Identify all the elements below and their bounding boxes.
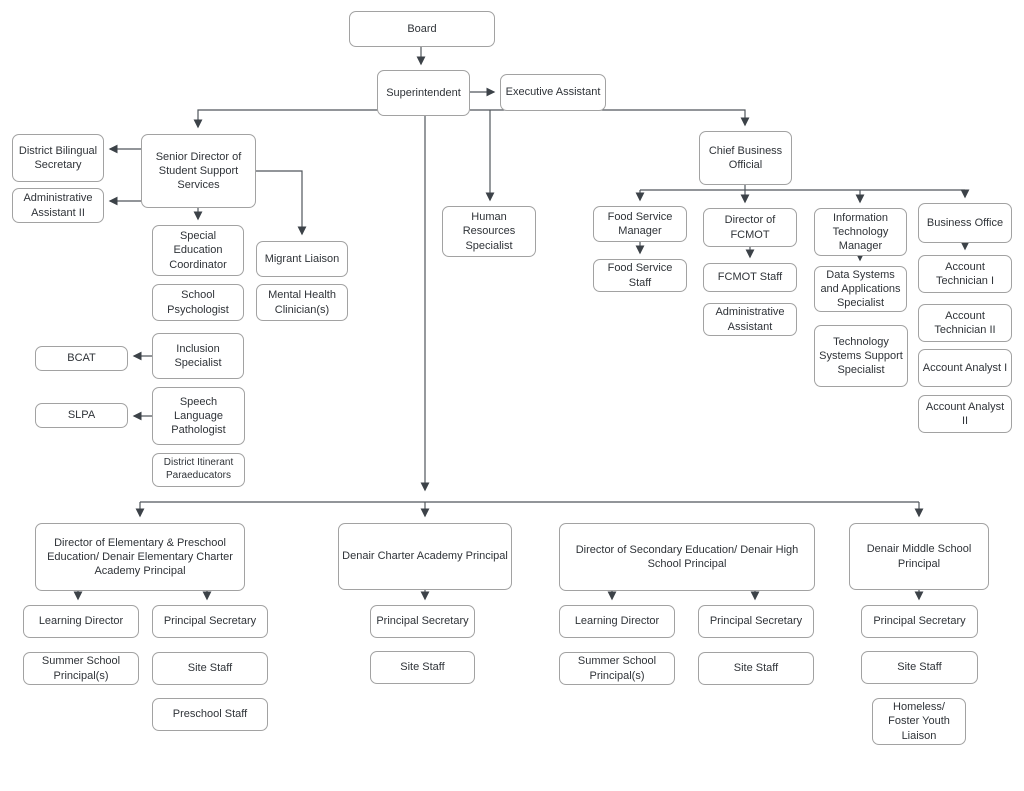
org-node-director-elementary-preschool: Director of Elementary & Preschool Educa… (35, 523, 245, 591)
org-node-district-itinerant-paraeducators: District Itinerant Paraeducators (152, 453, 245, 487)
org-node-denair-charter-academy-principal: Denair Charter Academy Principal (338, 523, 512, 590)
org-node-denair-middle-school-principal: Denair Middle School Principal (849, 523, 989, 590)
org-node-inclusion-specialist: Inclusion Specialist (152, 333, 244, 379)
org-node-information-technology-manager: Information Technology Manager (814, 208, 907, 256)
org-node-food-service-staff: Food Service Staff (593, 259, 687, 292)
org-node-account-technician-ii: Account Technician II (918, 304, 1012, 342)
org-node-special-education-coordinator: Special Education Coordinator (152, 225, 244, 276)
org-node-senior-director-student-support: Senior Director of Student Support Servi… (141, 134, 256, 208)
org-node-account-analyst-i: Account Analyst I (918, 349, 1012, 387)
org-node-human-resources-specialist: Human Resources Specialist (442, 206, 536, 257)
org-node-homeless-foster-youth-liaison: Homeless/ Foster Youth Liaison (872, 698, 966, 745)
org-node-sec-principal-secretary: Principal Secretary (698, 605, 814, 638)
org-node-dms-principal-secretary: Principal Secretary (861, 605, 978, 638)
org-node-sec-site-staff: Site Staff (698, 652, 814, 685)
org-node-technology-systems-support-specialist: Technology Systems Support Specialist (814, 325, 908, 387)
org-node-fcmot-staff: FCMOT Staff (703, 263, 797, 292)
org-node-director-secondary-education: Director of Secondary Education/ Denair … (559, 523, 815, 591)
org-node-speech-language-pathologist: Speech Language Pathologist (152, 387, 245, 445)
org-node-elem-principal-secretary: Principal Secretary (152, 605, 268, 638)
org-node-slpa: SLPA (35, 403, 128, 428)
org-node-dms-site-staff: Site Staff (861, 651, 978, 684)
org-node-sec-learning-director: Learning Director (559, 605, 675, 638)
org-node-district-bilingual-secretary: District Bilingual Secretary (12, 134, 104, 182)
org-node-bcat: BCAT (35, 346, 128, 371)
org-node-migrant-liaison: Migrant Liaison (256, 241, 348, 277)
org-node-preschool-staff: Preschool Staff (152, 698, 268, 731)
org-node-chief-business-official: Chief Business Official (699, 131, 792, 185)
org-node-business-office: Business Office (918, 203, 1012, 243)
org-node-director-of-fcmot: Director of FCMOT (703, 208, 797, 247)
org-node-dca-site-staff: Site Staff (370, 651, 475, 684)
org-node-administrative-assistant: Administrative Assistant (703, 303, 797, 336)
org-node-account-technician-i: Account Technician I (918, 255, 1012, 293)
org-node-superintendent: Superintendent (377, 70, 470, 116)
org-node-school-psychologist: School Psychologist (152, 284, 244, 321)
org-node-account-analyst-ii: Account Analyst II (918, 395, 1012, 433)
org-node-mental-health-clinicians: Mental Health Clinician(s) (256, 284, 348, 321)
org-node-elem-summer-school-principals: Summer School Principal(s) (23, 652, 139, 685)
org-node-executive-assistant: Executive Assistant (500, 74, 606, 111)
org-node-board: Board (349, 11, 495, 47)
org-node-elem-learning-director: Learning Director (23, 605, 139, 638)
org-node-dca-principal-secretary: Principal Secretary (370, 605, 475, 638)
org-node-administrative-assistant-ii: Administrative Assistant II (12, 188, 104, 223)
org-node-elem-site-staff: Site Staff (152, 652, 268, 685)
org-node-sec-summer-school-principals: Summer School Principal(s) (559, 652, 675, 685)
org-node-food-service-manager: Food Service Manager (593, 206, 687, 242)
org-node-data-systems-applications-specialist: Data Systems and Applications Specialist (814, 266, 907, 312)
